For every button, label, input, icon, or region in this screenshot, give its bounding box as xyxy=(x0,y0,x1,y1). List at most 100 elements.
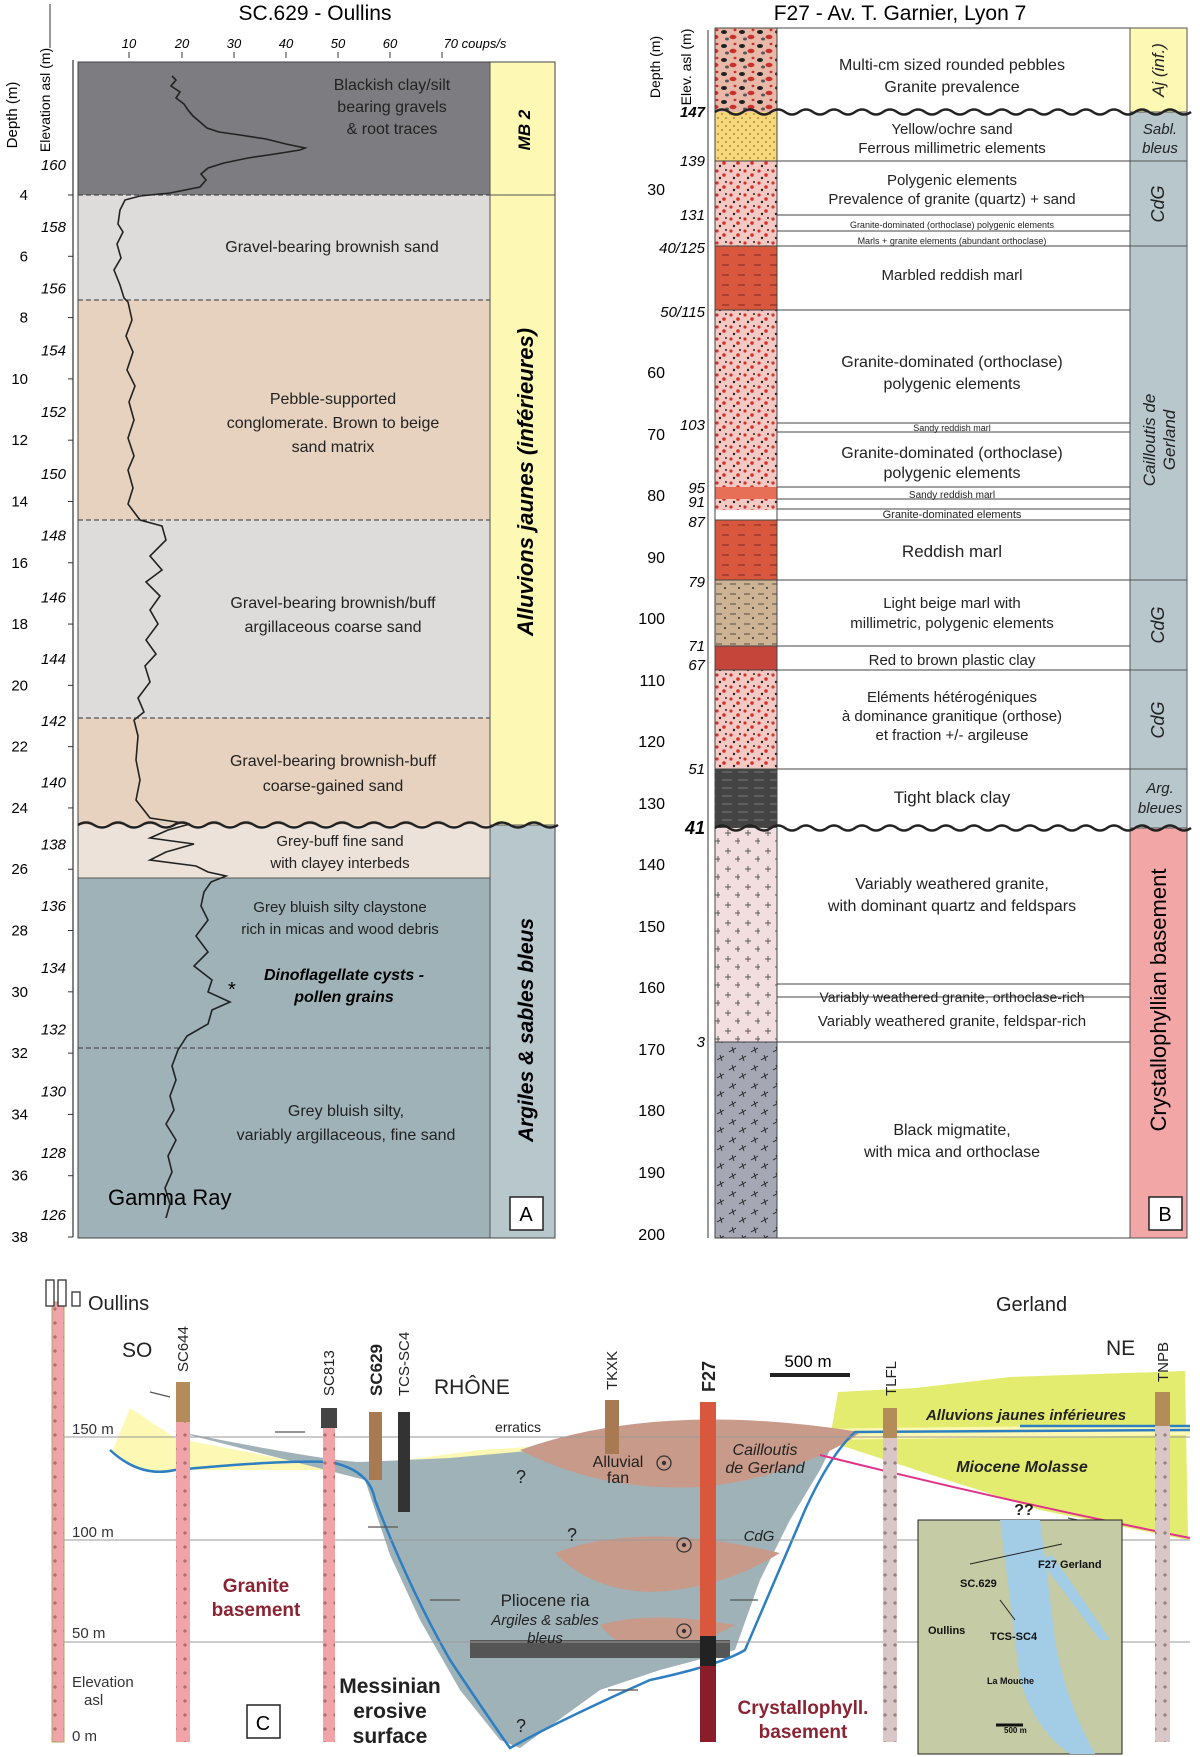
panel-c: 150 m 100 m 50 m Elevation asl 0 m xyxy=(45,1279,1191,1755)
ria-label: Argiles & sables xyxy=(490,1612,599,1629)
layer-desc-b: Sandy reddish marl xyxy=(909,490,995,501)
depth-tick-b: 60 xyxy=(647,365,665,382)
map-label: SC.629 xyxy=(960,1578,997,1590)
layer-desc-b: Sandy reddish marl xyxy=(913,423,991,433)
layer-desc: Gravel-bearing brownish/buff xyxy=(230,595,436,612)
elev-label: asl xyxy=(84,1692,103,1709)
gamma-tick: 30 xyxy=(227,36,242,51)
layer-desc: argillaceous coarse sand xyxy=(245,619,422,636)
elevation-tick-a: 146 xyxy=(41,589,67,606)
layer-claystone xyxy=(78,878,490,1048)
depth-tick-a: 4 xyxy=(20,187,28,204)
litho-reddish-marl xyxy=(715,520,777,580)
crystallo-label: Crystallophyll. xyxy=(738,1698,869,1719)
panel-b-letter-box xyxy=(1148,1196,1183,1231)
elevation-tick-a: 136 xyxy=(41,898,67,915)
elev-mark-b: 40/125 xyxy=(659,240,706,257)
depth-tick-a: 20 xyxy=(11,677,28,694)
molasse-base xyxy=(819,1454,1191,1539)
messinian-label: surface xyxy=(353,1725,428,1748)
crystallo-label: basement xyxy=(759,1722,848,1743)
pliocene-ria xyxy=(170,1430,860,1748)
depth-tick-b: 120 xyxy=(638,734,665,751)
layer-desc-b: Granite-dominated elements xyxy=(883,509,1022,521)
elevation-tick-a: 142 xyxy=(41,713,67,730)
gamma-tick: 70 coups/s xyxy=(444,36,507,51)
litho-yellow-sand xyxy=(715,112,777,161)
depth-tick-a: 24 xyxy=(11,800,28,817)
well-label: TKXK xyxy=(604,1351,621,1390)
layer-desc-b: with mica and orthoclase xyxy=(863,1144,1040,1161)
litho-marbled-marl xyxy=(715,246,777,310)
depth-tick-a: 6 xyxy=(20,248,28,265)
depth-tick-a: 8 xyxy=(20,310,28,327)
panel-b-letter: B xyxy=(1158,1204,1171,1226)
place-ne: NE xyxy=(1106,1337,1135,1360)
well-tcs-sc4 xyxy=(398,1412,410,1512)
dinoflagellate-star: * xyxy=(228,979,236,1001)
molasse-label: Miocene Molasse xyxy=(956,1459,1088,1476)
layer-desc-b: Multi-cm sized rounded pebbles xyxy=(839,57,1065,74)
panel-b-title: F27 - Av. T. Garnier, Lyon 7 xyxy=(774,2,1027,25)
depth-tick-b: 200 xyxy=(638,1227,665,1244)
layer-desc: variably argillaceous, fine sand xyxy=(237,1127,456,1144)
elevation-tick-a: 140 xyxy=(41,775,67,792)
depth-tick-a: 22 xyxy=(11,739,28,756)
depth-axis-label: Depth (m) xyxy=(4,82,21,149)
dinoflagellate-label: pollen grains xyxy=(293,989,394,1006)
gamma-tick: 40 xyxy=(279,36,294,51)
layer-desc: with clayey interbeds xyxy=(269,855,409,872)
layer-mb2 xyxy=(78,62,490,195)
layer-coarse-sand xyxy=(78,718,490,825)
place-so: SO xyxy=(122,1339,152,1362)
layer-desc-b: Prevalence of granite (quartz) + sand xyxy=(828,191,1075,208)
layer-desc-b: polygenic elements xyxy=(884,465,1021,482)
unit-label-b: bleus xyxy=(1142,140,1178,157)
elev-mark-b: 147 xyxy=(680,104,706,121)
elevation-tick-a: 154 xyxy=(41,342,66,359)
ria-fan-mid xyxy=(555,1536,780,1592)
cdg-label: CdG xyxy=(744,1528,775,1545)
depth-tick-b: 190 xyxy=(638,1165,665,1182)
panel-a-letter: A xyxy=(519,1204,533,1226)
layer-desc-b: Red to brown plastic clay xyxy=(869,652,1036,669)
layer-desc-b: Variably weathered granite, orthoclase-r… xyxy=(819,989,1084,1005)
layer-desc-b: à dominance granitique (orthose) xyxy=(842,708,1062,725)
layer-desc-b: Tight black clay xyxy=(894,788,1011,807)
depth-tick-a: 30 xyxy=(11,984,28,1001)
unit-label-b: bleues xyxy=(1138,800,1183,817)
layer-desc-b: et fraction +/- argileuse xyxy=(876,727,1029,744)
elev-mark-b: 71 xyxy=(688,638,705,655)
layer-desc: rich in micas and wood debris xyxy=(241,921,439,938)
unit-cdg-3 xyxy=(1129,669,1188,770)
depth-tick-a: 12 xyxy=(11,432,28,449)
elevation-tick-a: 126 xyxy=(41,1207,67,1224)
gamma-ray-curve xyxy=(113,75,308,1219)
depth-tick-b: 70 xyxy=(647,427,665,444)
erratics-label: erratics xyxy=(495,1419,541,1435)
alluvial-fan-label: Alluvial xyxy=(593,1454,644,1471)
unit-cdg-1 xyxy=(1129,160,1188,247)
qq-label: ?? xyxy=(1014,1502,1034,1519)
gamma-tick: 10 xyxy=(122,36,137,51)
elevation-tick-a: 132 xyxy=(41,1022,67,1039)
elev-mark-b: 79 xyxy=(688,574,705,591)
litho-polygenic xyxy=(715,161,777,246)
elev-label: 150 m xyxy=(72,1421,114,1438)
unit-label-b: CdG xyxy=(1148,185,1168,222)
layer-desc: Grey-buff fine sand xyxy=(276,833,403,850)
depth-tick-b: 160 xyxy=(638,980,665,997)
gamma-axis-ticks: 10 20 30 40 50 60 70 coups/s xyxy=(122,36,507,51)
layer-fine-sand xyxy=(78,825,490,878)
elev-mark-b: 87 xyxy=(688,514,705,531)
q-label: ? xyxy=(567,1525,577,1545)
map-label: La Mouche xyxy=(987,1676,1034,1686)
elev-mark-b: 41 xyxy=(684,818,705,838)
depth-tick-b: 80 xyxy=(647,488,665,505)
unit-cdg-2 xyxy=(1129,579,1188,671)
well-label: F27 xyxy=(699,1361,719,1392)
layer-desc-b: Granite-dominated (orthoclase) polygenic… xyxy=(850,220,1055,230)
elev-mark-b: 3 xyxy=(697,1034,706,1051)
elev-mark-b: 51 xyxy=(688,761,705,778)
layer-desc-b: Reddish marl xyxy=(902,542,1002,561)
